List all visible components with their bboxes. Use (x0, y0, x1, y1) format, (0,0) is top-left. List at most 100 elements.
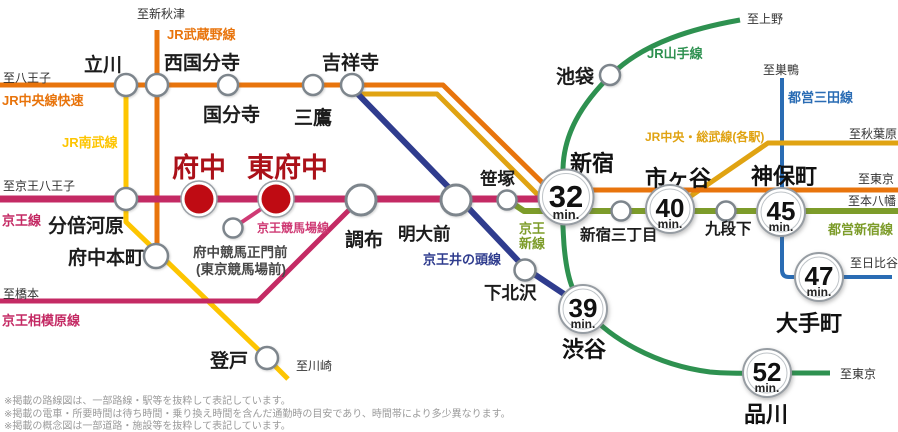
station-label-kichijoji: 吉祥寺 (322, 51, 379, 74)
line-jr-nambu (123, 85, 290, 381)
footnote-line-2: ※掲載の電車・所要時間は待ち時間・乗り換え時間を含んだ通勤時の目安であり、時間帯… (4, 407, 511, 420)
badge-minutes: 45 (767, 196, 796, 226)
time-badge-otemachi: 47 min. (794, 252, 844, 302)
badge-ring (746, 352, 788, 394)
direction-tokyo-right: 至東京 (858, 172, 894, 186)
station-marker-mitaka (301, 73, 325, 97)
badge-ring (562, 288, 604, 330)
direction-tokyo-bottom: 至東京 (840, 367, 876, 381)
line-label-jr-yamanote: JR山手線 (647, 46, 704, 61)
line-label-keio-sagamihara: 京王相模原線 (2, 313, 81, 328)
direction-ueno: 至上野 (747, 12, 783, 26)
badge-minutes: 47 (805, 261, 834, 291)
line-label-keio: 京王線 (2, 213, 42, 228)
station-marker-shimokitazawa (513, 258, 537, 282)
line-label-keio-keibajo: 京王競馬場線 (257, 220, 329, 235)
station-label-higashifuchu: 東府中 (247, 152, 328, 183)
time-badge-ichigaya: 40 min. (645, 184, 695, 234)
badge-ring (760, 191, 802, 233)
badge-ring (798, 256, 840, 298)
direction-keio-hachioji: 至京王八王子 (3, 179, 75, 193)
time-badge-shinjuku: 32 min. (537, 168, 595, 226)
station-marker-ikebukuro (598, 63, 622, 87)
station-label-otemachi: 大手町 (776, 311, 842, 336)
station-marker-fuchuhommachi (142, 242, 170, 270)
station-marker-bubaigawara (113, 186, 139, 212)
direction-kawasaki: 至川崎 (296, 359, 332, 373)
station-label-kudanshita: 九段下 (704, 219, 752, 238)
time-badge-shibuya: 39 min. (558, 284, 608, 334)
badge-circle (645, 184, 695, 234)
station-marker-kudanshita (715, 200, 737, 222)
line-label-toei-mita: 都営三田線 (787, 90, 854, 105)
station-label-shinjukusanchome: 新宿三丁目 (580, 225, 658, 244)
station-label-meidaimae: 明大前 (398, 224, 451, 244)
line-keio-sagamihara (0, 196, 363, 304)
badge-unit: min. (571, 317, 596, 331)
line-keio-inokashira (349, 85, 587, 311)
station-label-bubaigawara: 分倍河原 (48, 214, 124, 237)
station-label-shinagawa: 品川 (744, 402, 788, 427)
line-label-jr-nambu: JR南武線 (62, 135, 119, 150)
direction-hachioji: 至八王子 (3, 71, 51, 85)
time-badge-shinagawa: 52 min. (742, 348, 792, 398)
station-label-mitaka: 三鷹 (294, 106, 332, 129)
footnotes: ※掲載の路線図は、一部路線・駅等を抜粋して表記しています。 ※掲載の電車・所要時… (4, 394, 511, 432)
station-marker-sasazuka (496, 189, 518, 211)
station-label-ikebukuro: 池袋 (556, 65, 595, 88)
station-marker-nishikokubunji (144, 72, 170, 98)
station-marker-shinjukusanchome (610, 200, 632, 222)
station-marker-keibaseimonmae (222, 217, 244, 239)
badge-circle (537, 168, 595, 226)
station-label-jimbocho: 神保町 (751, 164, 817, 189)
time-badges: 32 min. 40 min. 45 min. 47 min. 39 min. (537, 168, 844, 398)
station-label-fuchu: 府中 (172, 152, 226, 183)
badge-minutes: 52 (753, 357, 782, 387)
station-label-shibuya: 渋谷 (562, 337, 607, 362)
badge-unit: min. (807, 285, 832, 299)
direction-shin-akitsu: 至新秋津 (137, 6, 185, 21)
time-badge-jimbocho: 45 min. (756, 187, 806, 237)
direction-akihabara: 至秋葉原 (849, 127, 897, 141)
line-label-keio-new-line1: 京王 (519, 221, 545, 236)
station-label-tachikawa: 立川 (84, 53, 122, 76)
footnote-line-3: ※掲載の概念図は一部道路・施設等を抜粋して表記しています。 (4, 419, 291, 432)
station-marker-chofu (344, 183, 378, 217)
badge-minutes: 40 (656, 193, 685, 223)
station-label-kokubunji: 国分寺 (203, 104, 260, 126)
station-label-noborito: 登戸 (209, 349, 248, 372)
badge-unit: min. (553, 207, 580, 222)
badge-unit: min. (658, 217, 683, 231)
line-label-keio-inokashira: 京王井の頭線 (423, 252, 502, 267)
badge-circle (756, 187, 806, 237)
badge-minutes: 32 (549, 179, 583, 214)
badge-circle (794, 252, 844, 302)
station-marker-higashifuchu (261, 184, 291, 214)
station-label-fuchuhommachi: 府中本町 (68, 246, 144, 269)
station-marker-noborito (254, 345, 280, 371)
line-label-keio-new-line2: 新線 (519, 236, 546, 251)
badge-unit: min. (755, 381, 780, 395)
badge-unit: min. (769, 220, 794, 234)
station-marker-meidaimae (439, 183, 473, 217)
direction-hashimoto: 至橋本 (3, 287, 39, 301)
station-label-shimokitazawa: 下北沢 (484, 283, 537, 303)
direction-hibiya: 至日比谷 (850, 256, 898, 270)
station-label-sasazuka: 笹塚 (480, 169, 515, 189)
line-label-jr-musashino: JR武蔵野線 (167, 27, 237, 42)
footnote-line-1: ※掲載の路線図は、一部路線・駅等を抜粋して表記しています。 (4, 394, 291, 407)
station-marker-kichijoji (339, 72, 365, 98)
direction-sugamo: 至巣鴨 (763, 63, 799, 77)
line-label-jr-chuo-sobu: JR中央・総武線(各駅) (645, 129, 764, 144)
station-markers (113, 63, 737, 371)
station-label-nishikokubunji: 西国分寺 (164, 52, 240, 74)
badge-ring (542, 173, 590, 221)
badge-circle (558, 284, 608, 334)
station-label-keibaseimonmae-1: 府中競馬正門前 (193, 244, 288, 260)
station-marker-fuchu (184, 184, 214, 214)
labels: 至新秋津 至八王子 至京王八王子 至橋本 至上野 至巣鴨 至秋葉原 至東京 至本… (2, 6, 898, 427)
station-marker-tachikawa (113, 72, 139, 98)
badge-circle (742, 348, 792, 398)
